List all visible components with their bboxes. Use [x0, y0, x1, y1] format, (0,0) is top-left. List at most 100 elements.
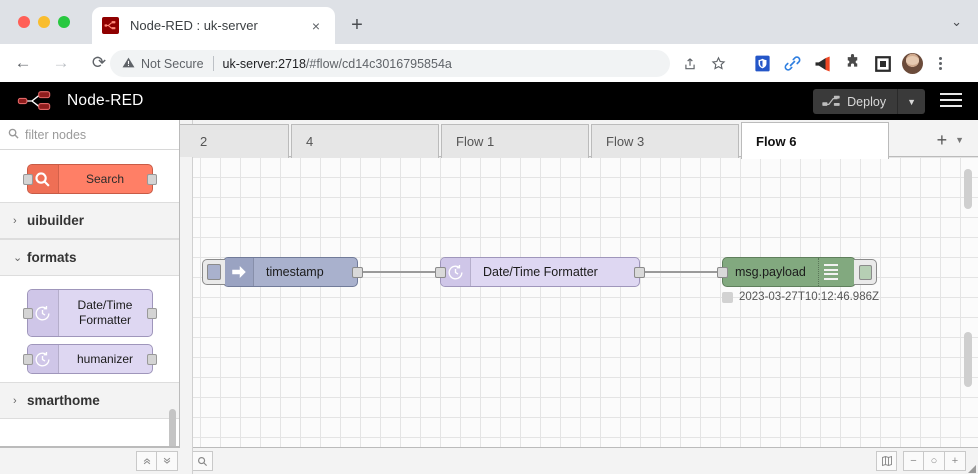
back-button[interactable]: ←	[14, 53, 32, 72]
window-traffic-lights	[18, 16, 70, 28]
palette-category-formats[interactable]: ⌄ formats	[0, 239, 179, 276]
collapse-all-icon[interactable]	[136, 451, 157, 471]
node-red-favicon	[102, 17, 119, 34]
filter-nodes-input[interactable]	[25, 127, 155, 142]
node-input-port[interactable]	[22, 174, 33, 185]
palette-scrollbar[interactable]	[169, 409, 176, 447]
flow-tab-4[interactable]: 4	[291, 124, 439, 158]
node-output-port[interactable]	[634, 267, 645, 278]
new-tab-button[interactable]: +	[351, 14, 363, 36]
workspace: Search › uibuilder ⌄ formats	[0, 120, 978, 474]
puzzle-extensions-icon[interactable]	[842, 53, 863, 74]
node-input-port[interactable]	[435, 267, 446, 278]
node-output-port[interactable]	[146, 308, 157, 319]
add-flow-button[interactable]: +	[936, 130, 948, 150]
hamburger-menu-icon[interactable]	[940, 93, 962, 107]
flow-tab-label: Flow 6	[756, 133, 797, 149]
palette-filter-row[interactable]	[0, 120, 179, 150]
shield-extension-icon[interactable]	[752, 53, 773, 74]
flow-node-label: timestamp	[266, 265, 324, 279]
address-bar[interactable]: Not Secure uk-server:2718/#flow/cd14c301…	[110, 50, 670, 77]
reload-button[interactable]: ⟳	[91, 53, 107, 72]
browser-tab-active[interactable]: Node-RED : uk-server ×	[92, 7, 335, 44]
node-red-logo	[16, 90, 58, 112]
sidebar-collapse-group	[136, 451, 178, 471]
flow-tab-label: Flow 3	[606, 134, 645, 149]
chevron-right-icon: ›	[13, 394, 17, 407]
flow-tab-flow-1[interactable]: Flow 1	[441, 124, 589, 158]
deploy-icon	[822, 95, 840, 108]
palette-node-label: humanizer	[76, 351, 134, 366]
zoom-in-button[interactable]: +	[945, 451, 966, 471]
canvas-view-controls: − ○ +	[876, 451, 966, 471]
link-extension-icon[interactable]	[782, 53, 803, 74]
palette-category-smarthome[interactable]: › smarthome	[0, 382, 179, 419]
status-text: 2023-03-27T10:12:46.986Z	[739, 291, 880, 303]
flow-node-debug[interactable]: msg.payload	[717, 257, 877, 287]
chevron-down-icon[interactable]: ▼	[907, 96, 916, 107]
node-output-port[interactable]	[352, 267, 363, 278]
flow-node-status: 2023-03-27T10:12:46.986Z	[722, 291, 879, 303]
url-path: /#flow/cd14c3016795854a	[305, 56, 452, 71]
flow-tab-flow-3[interactable]: Flow 3	[591, 124, 739, 158]
expand-all-icon[interactable]	[157, 451, 178, 471]
navigator-map-icon[interactable]	[876, 451, 897, 471]
window-resize-grip[interactable]	[968, 465, 976, 473]
node-input-port[interactable]	[22, 308, 33, 319]
megaphone-extension-icon[interactable]	[812, 53, 833, 74]
flow-node-date-time-formatter[interactable]: Date/Time Formatter	[435, 257, 645, 287]
browser-tab-title: Node-RED : uk-server	[130, 18, 258, 33]
node-output-port[interactable]	[146, 354, 157, 365]
canvas-vertical-scrollbar-secondary[interactable]	[964, 332, 972, 387]
palette-node-humanizer[interactable]: humanizer	[22, 344, 157, 374]
canvas-left-gutter	[180, 157, 193, 474]
node-input-port[interactable]	[717, 267, 728, 278]
zoom-reset-button[interactable]: ○	[924, 451, 945, 471]
palette-category-uibuilder[interactable]: › uibuilder	[0, 202, 179, 239]
palette-category-label: uibuilder	[27, 213, 84, 228]
browser-extensions	[752, 53, 948, 74]
browser-tabstrip: Node-RED : uk-server × + ⌄	[0, 0, 978, 44]
share-icon[interactable]	[680, 54, 699, 73]
flow-list-menu-button[interactable]: ▼	[955, 135, 964, 145]
palette-node-date-time-formatter[interactable]: Date/Time Formatter	[22, 289, 157, 337]
canvas-vertical-scrollbar[interactable]	[964, 169, 972, 209]
deploy-label: Deploy	[847, 94, 887, 109]
square-extension-icon[interactable]	[872, 53, 893, 74]
close-icon[interactable]: ×	[311, 17, 321, 34]
zoom-out-button[interactable]: −	[903, 451, 924, 471]
node-output-port[interactable]	[146, 174, 157, 185]
window-close-button[interactable]	[18, 16, 30, 28]
inject-trigger-button[interactable]	[202, 259, 225, 285]
node-palette: Search › uibuilder ⌄ formats	[0, 120, 180, 447]
chrome-menu-icon[interactable]	[932, 57, 948, 70]
flow-tab-2[interactable]: 2	[179, 124, 289, 158]
debug-toggle-button[interactable]	[854, 259, 877, 285]
search-icon	[8, 128, 19, 142]
deploy-button-main[interactable]: Deploy	[813, 89, 897, 114]
flow-tabstrip-controls: + ▼	[937, 131, 978, 156]
clock-icon	[27, 345, 59, 373]
flow-node-label: msg.payload	[735, 265, 806, 279]
bookmark-star-icon[interactable]	[709, 54, 728, 73]
flow-tab-flow-6[interactable]: Flow 6	[741, 122, 889, 159]
chevron-down-icon[interactable]: ⌄	[951, 14, 962, 29]
window-minimize-button[interactable]	[38, 16, 50, 28]
warning-triangle-icon	[122, 56, 135, 72]
url-host: uk-server:2718	[222, 56, 306, 71]
profile-avatar[interactable]	[902, 53, 923, 74]
search-icon[interactable]	[192, 451, 213, 471]
flow-canvas[interactable]: timestamp Date/Time Formatter msg.payloa…	[180, 157, 978, 474]
omnibox-actions	[680, 54, 728, 73]
arrow-right-icon	[224, 258, 254, 286]
wire-inject-to-formatter	[358, 271, 440, 273]
flow-node-timestamp[interactable]: timestamp	[202, 257, 363, 287]
palette-node-search[interactable]: Search	[22, 164, 157, 194]
palette-top-nodes: Search	[0, 151, 179, 202]
forward-button[interactable]: →	[52, 53, 70, 72]
palette-category-label: formats	[27, 250, 77, 265]
node-input-port[interactable]	[22, 354, 33, 365]
window-maximize-button[interactable]	[58, 16, 70, 28]
deploy-button[interactable]: Deploy ▼	[813, 89, 925, 114]
